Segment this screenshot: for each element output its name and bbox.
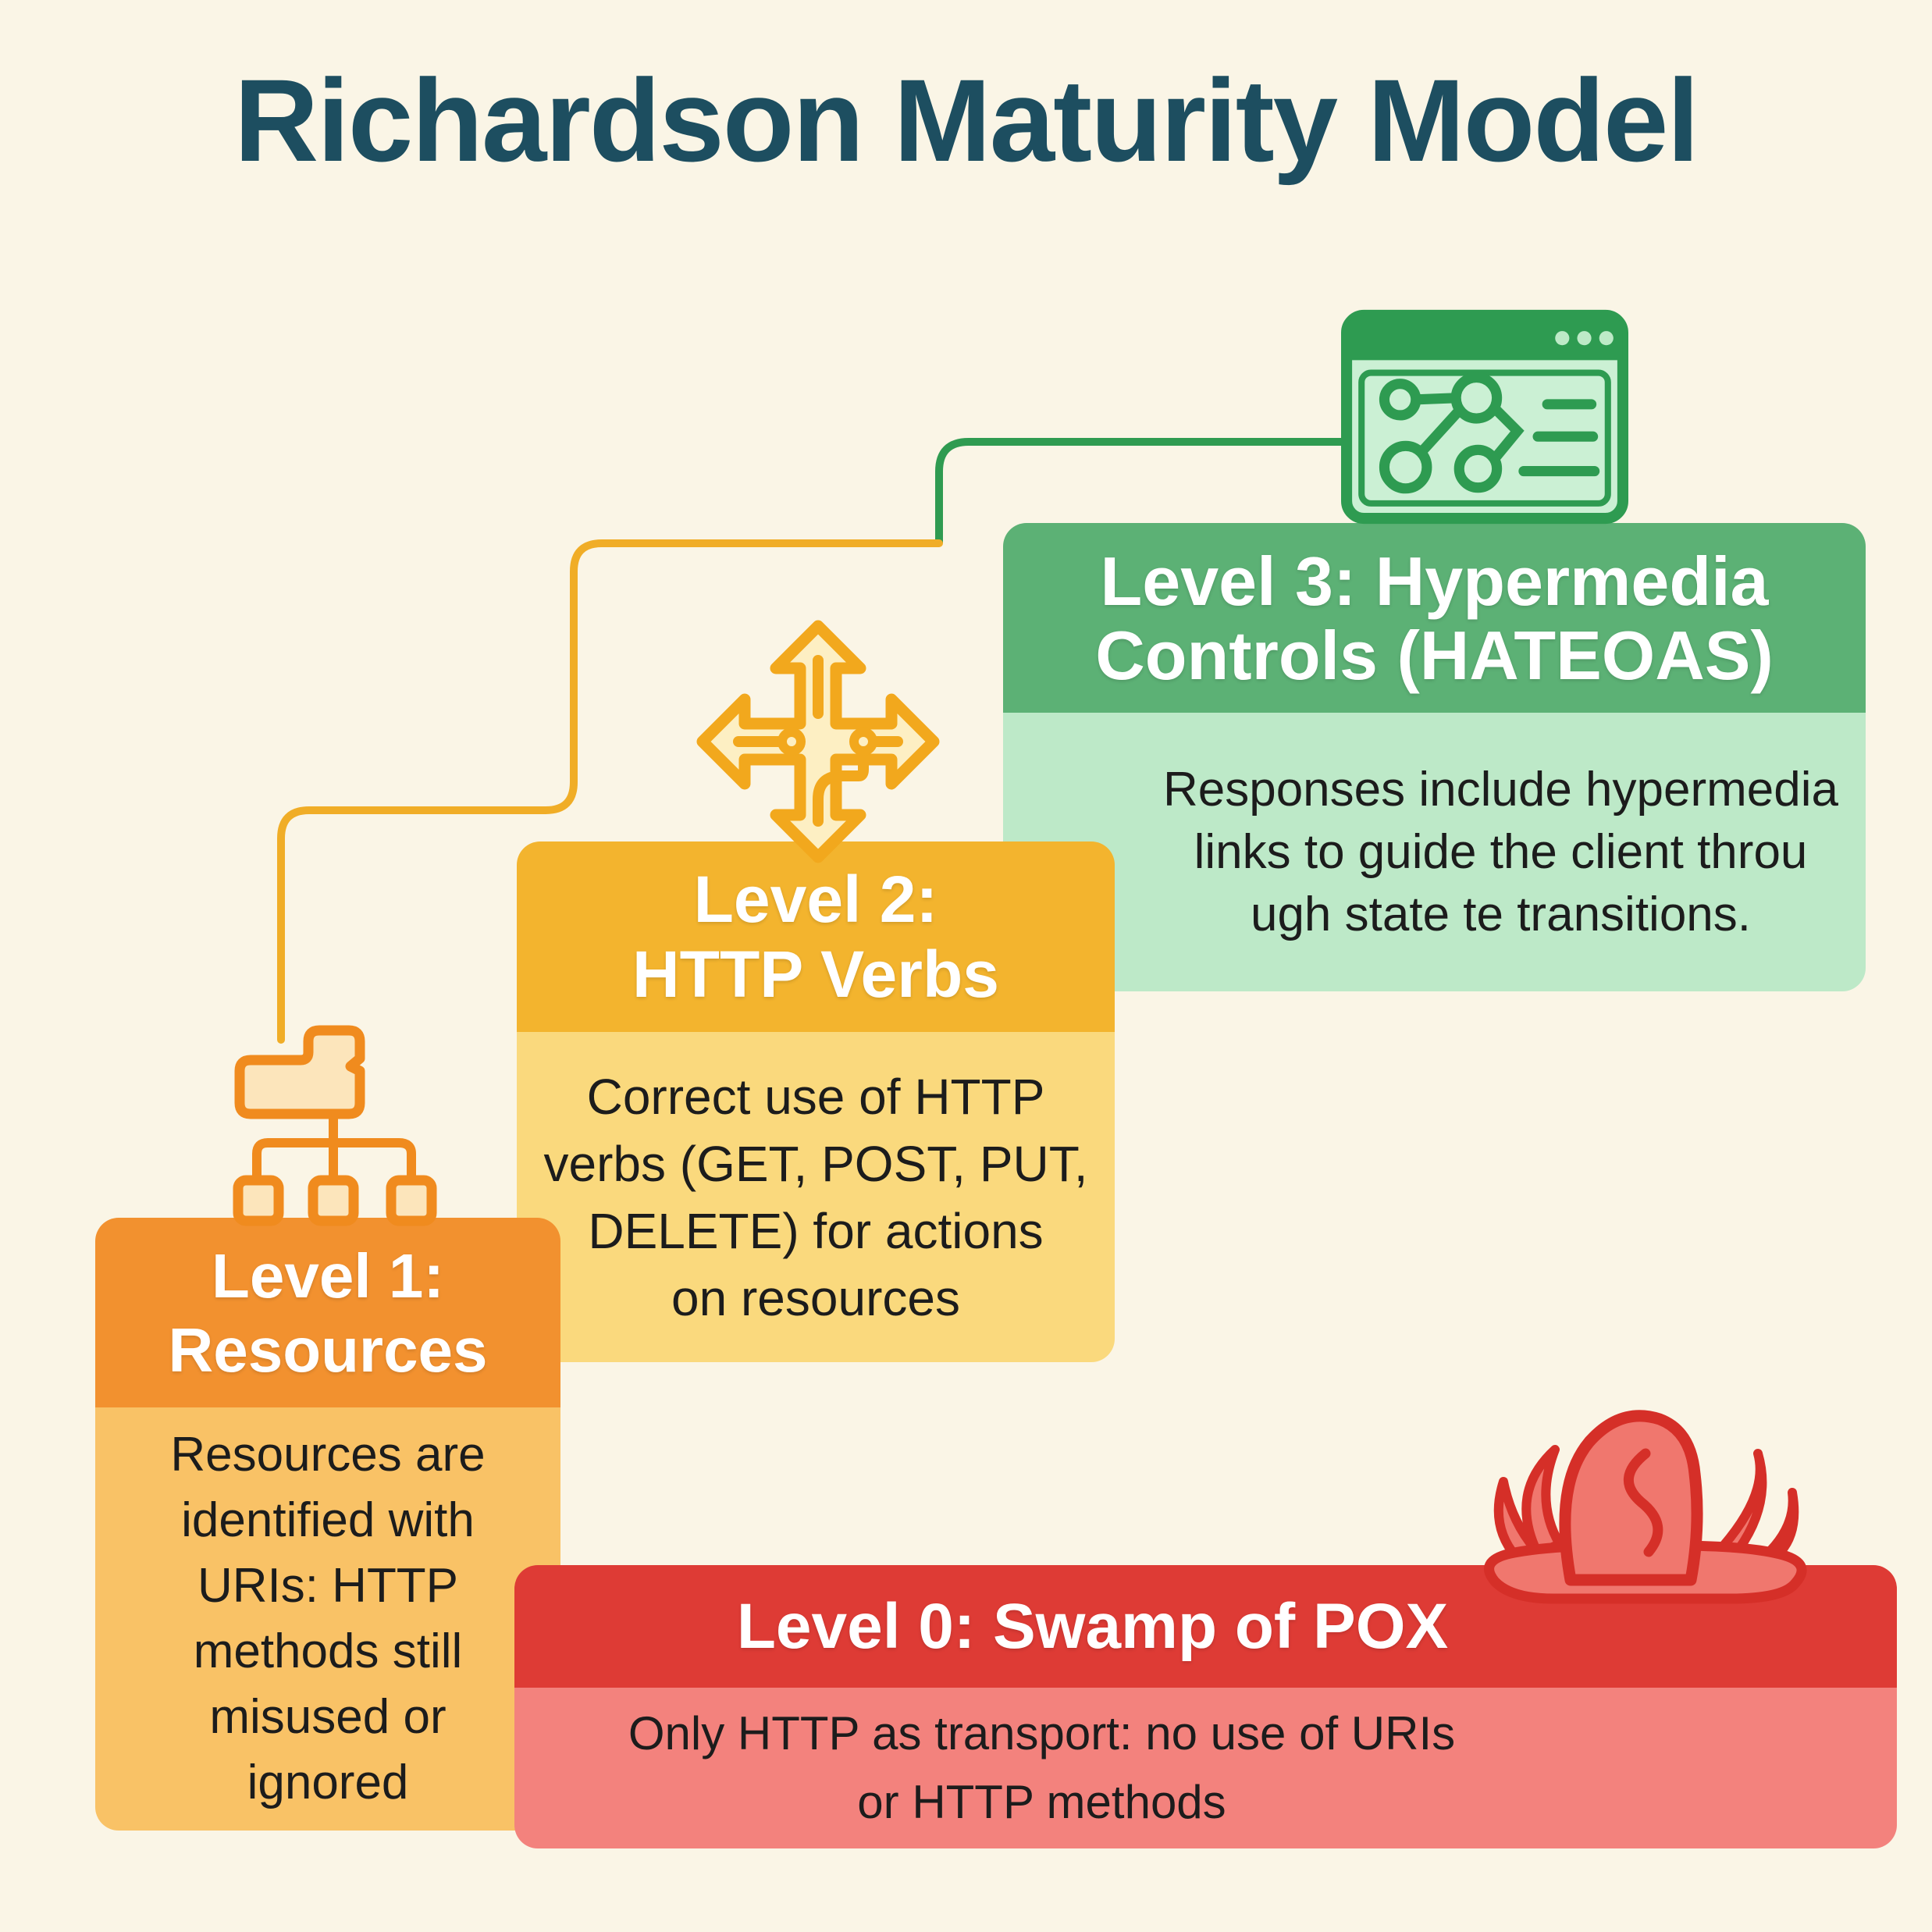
level-1-header-line-1: Level 1: [212, 1240, 444, 1311]
level-0-body: Only HTTP as transport: no use of URIs o… [514, 1688, 1897, 1848]
page-title: Richardson Maturity Model [233, 55, 1699, 186]
level-1-body-line-1: Resources are [170, 1428, 486, 1482]
level-2-header-line-1: Level 2: [693, 863, 938, 936]
level-3-header: Level 3: Hypermedia Controls (HATEOAS) [1003, 523, 1866, 713]
swamp-icon [1484, 1410, 1807, 1604]
level-3-header-line-2: Controls (HATEOAS) [1095, 616, 1774, 694]
level-1-body-line-4: methods still [193, 1624, 463, 1678]
level-2-body-line-1: Correct use of HTTP [586, 1068, 1045, 1125]
level-1-header: Level 1: Resources [95, 1218, 560, 1407]
level-1-body: Resources are identified with URIs: HTTP… [95, 1407, 560, 1831]
move-arrows-icon [696, 620, 940, 863]
level-3-card: Level 3: Hypermedia Controls (HATEOAS) R… [1003, 523, 1866, 991]
level-0-body-line-1: Only HTTP as transport: no use of URIs [628, 1707, 1456, 1759]
level-2-body-line-3: DELETE) for actions [588, 1202, 1044, 1259]
level-1-body-line-5: misused or [209, 1690, 447, 1744]
level-3-body: Responses include hypermedia links to gu… [1003, 713, 1866, 991]
level-0-card: Level 0: Swamp of POX Only HTTP as trans… [514, 1565, 1897, 1848]
level-0-header-line-1: Level 0: Swamp of POX [736, 1591, 1449, 1662]
level-1-body-line-6: ignored [247, 1756, 409, 1809]
level-3-header-line-1: Level 3: Hypermedia [1100, 542, 1769, 620]
level-3-body-line-1: Responses include hypermedia [1162, 762, 1839, 817]
level-1-body-line-2: identified with [181, 1493, 475, 1547]
level-1-card: Level 1: Resources Resources are identif… [95, 1218, 560, 1831]
level-2-body-line-2: verbs (GET, POST, PUT, [543, 1135, 1088, 1192]
level-1-header-line-2: Resources [168, 1315, 488, 1385]
level-2-body-line-4: on resources [671, 1269, 960, 1326]
level-1-body-line-3: URIs: HTTP [197, 1559, 459, 1613]
level-0-body-line-2: or HTTP methods [857, 1776, 1226, 1828]
level-3-body-line-3: ugh state te transitions. [1250, 887, 1752, 941]
level-2-body: Correct use of HTTP verbs (GET, POST, PU… [517, 1032, 1115, 1362]
sitemap-icon [233, 1025, 437, 1226]
level-2-header: Level 2: HTTP Verbs [517, 841, 1115, 1032]
connector-yellow [277, 539, 943, 1044]
connector-green [935, 438, 1350, 543]
level-2-card: Level 2: HTTP Verbs Correct use of HTTP … [517, 841, 1115, 1362]
level-2-header-line-2: HTTP Verbs [632, 938, 999, 1011]
level-3-body-line-2: links to guide the client throu [1194, 824, 1808, 879]
browser-network-icon [1341, 309, 1628, 525]
